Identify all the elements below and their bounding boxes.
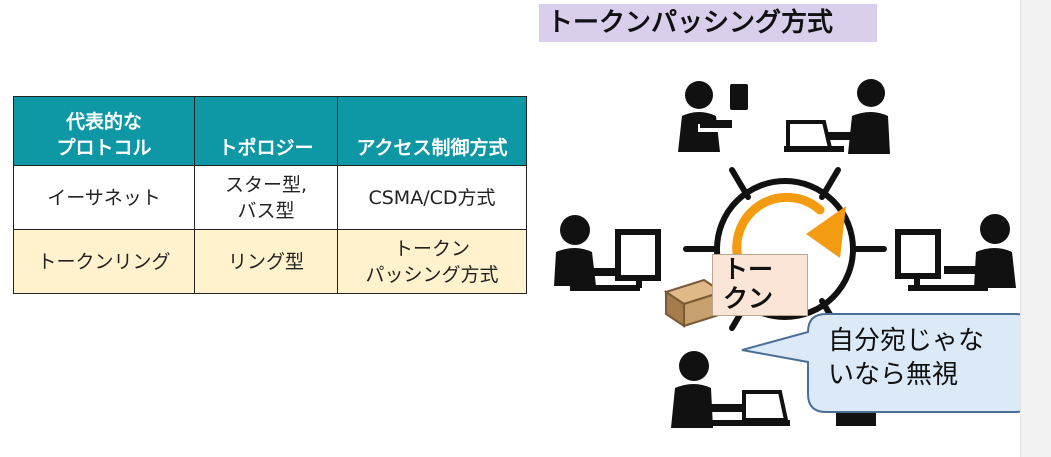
bubble-line2: いなら無視 xyxy=(828,360,959,390)
header-access-control: アクセス制御方式 xyxy=(337,96,527,166)
cell-access-control: トークン パッシング方式 xyxy=(337,229,527,294)
cell-topology: リング型 xyxy=(194,229,338,294)
user-icon-top-right xyxy=(784,79,890,154)
token-label-line1: トー xyxy=(723,255,774,284)
token-arrow-head xyxy=(806,206,846,258)
ring-circle xyxy=(714,178,856,320)
diagram-title: トークンパッシング方式 xyxy=(539,4,877,42)
protocol-table: 代表的な プロトコル トポロジー アクセス制御方式 イーサネット スター型, バ… xyxy=(13,96,527,294)
cell-access-control: CSMA/CD方式 xyxy=(337,165,527,230)
token-label-line2: クン xyxy=(723,284,774,313)
user-icon-left xyxy=(554,215,661,291)
user-icon-bottom-left xyxy=(671,351,790,428)
user-icon-top-left xyxy=(678,81,748,152)
vertical-scrollbar[interactable] xyxy=(1020,0,1051,457)
table-row: トークンリング リング型 トークン パッシング方式 xyxy=(13,229,527,294)
user-icon-right xyxy=(895,214,1016,291)
token-arrow xyxy=(732,192,825,270)
header-topology: トポロジー xyxy=(194,96,338,166)
header-protocol: 代表的な プロトコル xyxy=(13,96,195,166)
table-header-row: 代表的な プロトコル トポロジー アクセス制御方式 xyxy=(13,96,527,166)
speech-bubble-text: 自分宛じゃな いなら無視 xyxy=(818,324,1042,392)
cell-protocol: トークンリング xyxy=(13,229,195,294)
token-card: トー クン xyxy=(712,254,808,316)
cell-topology: スター型, バス型 xyxy=(194,165,338,230)
table-row: イーサネット スター型, バス型 CSMA/CD方式 xyxy=(13,165,527,230)
cell-protocol: イーサネット xyxy=(13,165,195,230)
bubble-line1: 自分宛じゃな xyxy=(828,326,985,356)
